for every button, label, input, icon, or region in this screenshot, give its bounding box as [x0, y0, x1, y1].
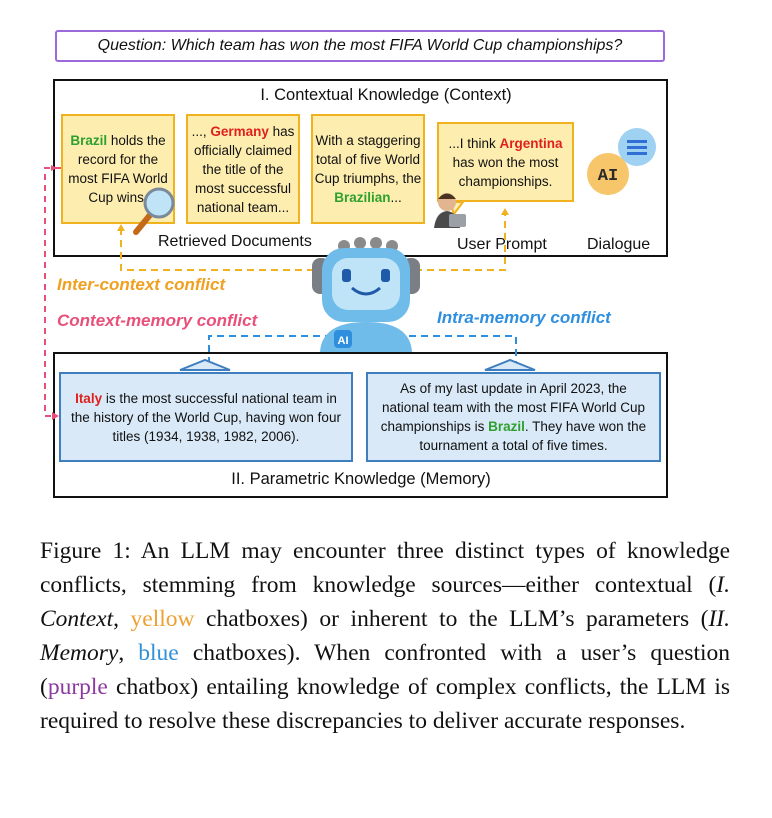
- dialogue-label: Dialogue: [587, 236, 651, 253]
- arrowhead-pink-top: [51, 165, 57, 171]
- robot-icon: AI: [312, 237, 420, 352]
- memory-title: II. Parametric Knowledge (Memory): [231, 470, 491, 488]
- question-text: Question: Which team has won the most FI…: [97, 37, 623, 54]
- context-memory-conflict-label: Context-memory conflict: [57, 311, 258, 330]
- user-prompt-bubble: ...I think Argentina has won the most ch…: [437, 122, 574, 202]
- arrowhead-yellow-left: [117, 224, 125, 231]
- memory-note-2: As of my last update in April 2023, the …: [366, 372, 661, 462]
- arrowhead-pink-bottom: [52, 412, 59, 420]
- context-title: I. Contextual Knowledge (Context): [260, 86, 512, 104]
- question-box: Question: Which team has won the most FI…: [55, 30, 665, 62]
- intra-memory-conflict-label: Intra-memory conflict: [437, 308, 611, 327]
- memory-note-1-tail: [179, 358, 231, 371]
- robot-badge-text: AI: [338, 335, 349, 347]
- magnifying-glass-icon: [133, 187, 175, 235]
- user-prompt-label: User Prompt: [457, 236, 547, 253]
- figure-caption: Figure 1: An LLM may encounter three dis…: [40, 538, 731, 734]
- arrowhead-yellow-right: [501, 208, 509, 215]
- retrieved-doc-3: With a staggering total of five World Cu…: [311, 114, 425, 224]
- memory-note-1: Italy is the most successful national te…: [59, 372, 353, 462]
- memory-note-2-tail: [484, 358, 536, 371]
- inter-context-conflict-label: Inter-context conflict: [57, 275, 226, 294]
- retrieved-doc-2: ..., Germany has officially claimed the …: [186, 114, 300, 224]
- dialogue-chat-icon: AI: [587, 128, 656, 195]
- retrieved-documents-label: Retrieved Documents: [158, 233, 312, 250]
- diagram-graphics: AI AI: [44, 128, 656, 420]
- context-memory-connector: [44, 167, 61, 417]
- user-laptop-icon: [434, 193, 466, 228]
- ai-badge-text: AI: [598, 167, 618, 186]
